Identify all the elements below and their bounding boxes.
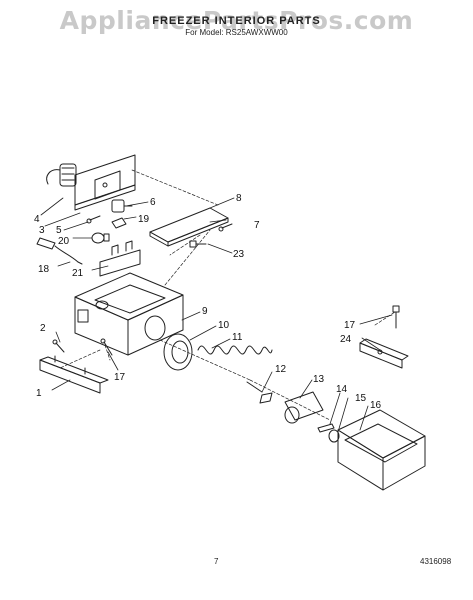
callout-19: 19: [138, 214, 150, 225]
cover-clip: [189, 240, 207, 248]
bracket-screw: [392, 305, 400, 329]
impeller: [284, 391, 324, 424]
retaining-nut: [328, 429, 340, 443]
washer: [317, 423, 335, 433]
callout-11: 11: [232, 332, 243, 343]
auger-motor-bracket: [99, 240, 141, 277]
callout-20: 20: [58, 236, 70, 247]
ice-bucket-housing: [74, 272, 184, 356]
front-cover: [337, 409, 426, 491]
fan-motor-bracket: [74, 154, 136, 211]
callout-23: 23: [233, 249, 245, 260]
callout-12: 12: [275, 364, 287, 375]
auger-gear-ring: [163, 333, 193, 371]
right-mounting-bracket: [359, 338, 409, 369]
callout-10: 10: [218, 320, 230, 331]
callout-6: 6: [150, 197, 156, 208]
spring-clip: [259, 392, 273, 404]
callout-17-upper: 17: [344, 320, 356, 331]
assembly-guide-lines: [59, 169, 396, 421]
callout-24: 24: [340, 334, 352, 345]
support-rail: [39, 355, 109, 394]
rail-screw: [52, 339, 65, 353]
cover-plate: [149, 207, 229, 247]
callout-9: 9: [202, 306, 208, 317]
auger-spring: [197, 345, 273, 393]
wire-harness: [36, 237, 83, 265]
callout-3: 3: [39, 225, 45, 236]
cover-screw: [218, 223, 233, 232]
callout-18: 18: [38, 264, 50, 275]
callout-21: 21: [72, 268, 84, 279]
light-socket: [111, 199, 133, 213]
callout-2: 2: [40, 323, 46, 334]
callout-13: 13: [313, 374, 325, 385]
page-number: 7: [214, 557, 219, 566]
callout-14: 14: [336, 384, 348, 395]
fan-motor: [46, 163, 77, 187]
callout-16: 16: [370, 400, 382, 411]
screw: [86, 215, 101, 224]
callout-17-lower: 17: [114, 372, 126, 383]
callout-5: 5: [56, 225, 62, 236]
callout-4: 4: [34, 214, 40, 225]
leader-lines: [40, 197, 393, 433]
light-bulb: [91, 232, 110, 244]
model-subtitle: For Model: RS25AWXWW00: [185, 28, 288, 37]
diagram-title: FREEZER INTERIOR PARTS: [152, 15, 321, 27]
watermark: AppliancePartsPros.com: [59, 6, 414, 35]
socket-clip: [111, 217, 127, 229]
housing-screw: [100, 338, 113, 356]
callout-8: 8: [236, 193, 242, 204]
callout-labels: 4 3 5 20 6 8 7 23 19 18 21 9 10 11 12 13…: [34, 193, 382, 411]
callout-1: 1: [36, 388, 42, 399]
callout-7: 7: [254, 220, 260, 231]
callout-15: 15: [355, 393, 367, 404]
document-number: 4316098: [420, 557, 452, 566]
